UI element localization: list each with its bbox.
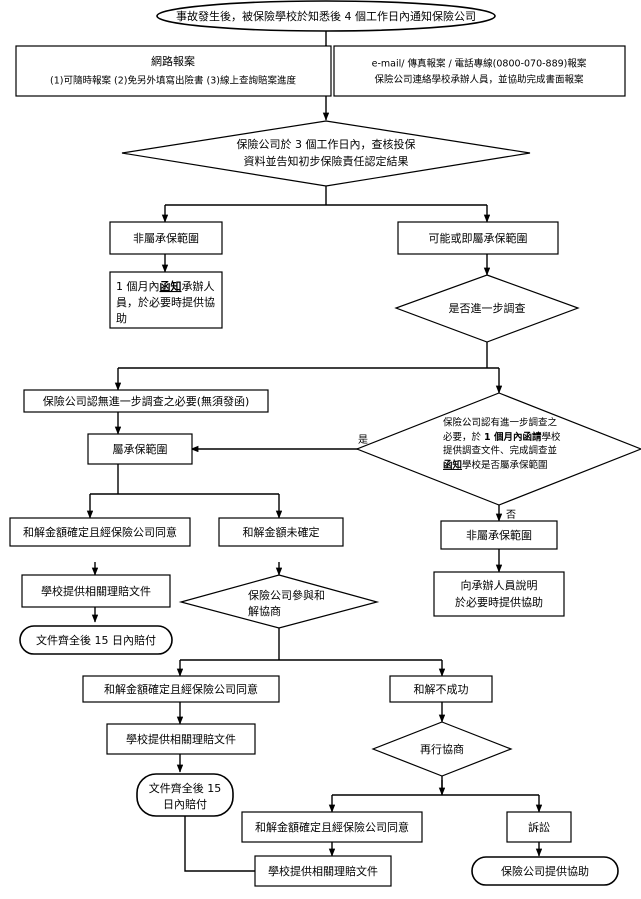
node-amount-agreed-2-label: 和解金額確定且經保險公司同意 (104, 682, 258, 696)
node-renegotiate[interactable]: 再行協商 (371, 721, 513, 777)
node-review-line1: 保險公司於 3 個工作日內，查核投保 (237, 137, 416, 151)
node-amount-agreed-3-label: 和解金額確定且經保險公司同意 (255, 820, 409, 834)
node-amount-agreed-2[interactable]: 和解金額確定且經保險公司同意 (82, 675, 280, 703)
node-payout-2-line1: 文件齊全後 15 (149, 781, 222, 795)
node-investigation-l4-a: 函知 (443, 459, 462, 471)
node-review-decision[interactable]: 保險公司於 3 個工作日內，查核投保 資料並告知初步保險責任認定結果 (121, 120, 531, 187)
node-not-covered-2-label: 非屬承保範圍 (466, 528, 532, 542)
node-further-investigation[interactable]: 是否進一步調查 (394, 274, 580, 343)
node-not-covered-1-label: 非屬承保範圍 (133, 231, 199, 245)
node-explain-line1: 向承辦人員說明 (461, 578, 538, 592)
node-renegotiate-label: 再行協商 (420, 742, 464, 756)
node-no-investigation-label: 保險公司認無進一步調查之必要(無須發函) (43, 394, 250, 408)
node-school-docs-2-label: 學校提供相關理賠文件 (126, 732, 236, 746)
node-school-docs-1[interactable]: 學校提供相關理賠文件 (21, 574, 171, 608)
node-no-investigation-needed[interactable]: 保險公司認無進一步調查之必要(無須發函) (23, 389, 269, 413)
node-investigation-l4-b: 學校是否屬承保範圍 (462, 459, 548, 471)
node-further-investigation-label: 是否進一步調查 (449, 301, 526, 315)
node-online-report[interactable]: 網路報案 (1)可隨時報案 (2)免另外填寫出險書 (3)線上查詢賠案進度 (15, 45, 332, 97)
node-notify-1month[interactable]: 1 個月內函知承辦人 員，於必要時提供協 助 (109, 271, 223, 329)
connectors (86, 31, 543, 872)
node-investigation-l2-a: 必要，於 (443, 431, 484, 443)
node-covered[interactable]: 屬承保範圍 (87, 433, 193, 465)
node-investigation-l2-b: 1 個月內函請 (484, 431, 542, 443)
node-investigation-l2: 必要，於 1 個月內函請學校 (443, 431, 561, 443)
edge-label-no: 否 (506, 509, 516, 521)
node-litigation[interactable]: 訴訟 (506, 811, 572, 843)
node-online-report-line2: (1)可隨時報案 (2)免另外填寫出險書 (3)線上查詢賠案進度 (50, 75, 296, 87)
node-school-docs-2[interactable]: 學校提供相關理賠文件 (106, 723, 256, 755)
node-notify-line3: 助 (116, 311, 127, 325)
node-settlement-failed[interactable]: 和解不成功 (389, 675, 493, 703)
node-covered-label: 屬承保範圍 (113, 442, 168, 456)
node-amount-agreed-1[interactable]: 和解金額確定且經保險公司同意 (9, 517, 191, 547)
node-school-docs-1-label: 學校提供相關理賠文件 (41, 584, 151, 598)
node-investigation-l4: 函知學校是否屬承保範圍 (443, 459, 548, 471)
node-amount-agreed-3[interactable]: 和解金額確定且經保險公司同意 (241, 811, 423, 843)
node-maybe-covered-label: 可能或即屬承保範圍 (429, 231, 528, 245)
node-maybe-covered[interactable]: 可能或即屬承保範圍 (397, 221, 559, 255)
node-payout-1-label: 文件齊全後 15 日內賠付 (36, 633, 156, 647)
node-email-report[interactable]: e-mail/ 傳真報案 / 電話專線(0800-070-889)報案 保險公司… (333, 45, 626, 97)
node-insurer-assist-label: 保險公司提供協助 (501, 864, 589, 878)
node-insurer-negotiate[interactable]: 保險公司參與和 解協商 (178, 574, 380, 629)
node-notify-line1-c: 承辦人 (182, 279, 215, 293)
node-not-covered-1[interactable]: 非屬承保範圍 (109, 221, 223, 255)
node-amount-undecided[interactable]: 和解金額未確定 (218, 517, 344, 547)
node-email-report-line1: e-mail/ 傳真報案 / 電話專線(0800-070-889)報案 (372, 58, 587, 70)
node-amount-agreed-1-label: 和解金額確定且經保險公司同意 (23, 525, 177, 539)
node-not-covered-2[interactable]: 非屬承保範圍 (440, 520, 558, 550)
node-insurer-assist[interactable]: 保險公司提供協助 (471, 856, 619, 886)
node-settlement-failed-label: 和解不成功 (414, 682, 469, 696)
node-notify-line1-b: 函知 (160, 279, 182, 293)
node-email-report-line2: 保險公司連絡學校承辦人員，並協助完成書面報案 (374, 74, 584, 86)
node-investigation-needed[interactable]: 保險公司認有進一步調查之 必要，於 1 個月內函請學校 提供調查文件、完成調查並… (355, 392, 641, 506)
node-notify-line1: 1 個月內函知承辦人 (116, 279, 215, 293)
node-payout-2[interactable]: 文件齊全後 15 日內賠付 (136, 773, 234, 817)
node-school-docs-3-label: 學校提供相關理賠文件 (268, 864, 378, 878)
node-amount-undecided-label: 和解金額未確定 (243, 525, 320, 539)
edge-label-yes: 是 (358, 434, 368, 446)
node-notify-line2: 員，於必要時提供協 (116, 295, 215, 309)
node-negotiate-line2: 解協商 (248, 604, 281, 618)
node-notify-line1-a: 1 個月內 (116, 280, 160, 293)
node-investigation-l2-c: 學校 (541, 431, 561, 443)
node-negotiate-line1: 保險公司參與和 (248, 588, 325, 602)
node-online-report-line1: 網路報案 (151, 54, 195, 68)
node-investigation-l3: 提供調查文件、完成調查並 (443, 445, 557, 457)
node-explain-to-staff[interactable]: 向承辦人員說明 於必要時提供協助 (433, 571, 565, 617)
node-start-label: 事故發生後，被保險學校於知悉後 4 個工作日內通知保險公司 (176, 9, 476, 23)
node-start[interactable]: 事故發生後，被保險學校於知悉後 4 個工作日內通知保險公司 (156, 0, 496, 32)
node-payout-1[interactable]: 文件齊全後 15 日內賠付 (19, 625, 173, 655)
node-school-docs-3[interactable]: 學校提供相關理賠文件 (254, 855, 392, 887)
node-explain-line2: 於必要時提供協助 (455, 595, 543, 609)
node-litigation-label: 訴訟 (528, 820, 550, 834)
node-investigation-l1: 保險公司認有進一步調查之 (443, 417, 558, 429)
node-payout-2-line2: 日內賠付 (163, 797, 207, 811)
node-review-line2: 資料並告知初步保險責任認定結果 (244, 154, 409, 168)
edge-docs3-to-payout2 (181, 807, 255, 872)
